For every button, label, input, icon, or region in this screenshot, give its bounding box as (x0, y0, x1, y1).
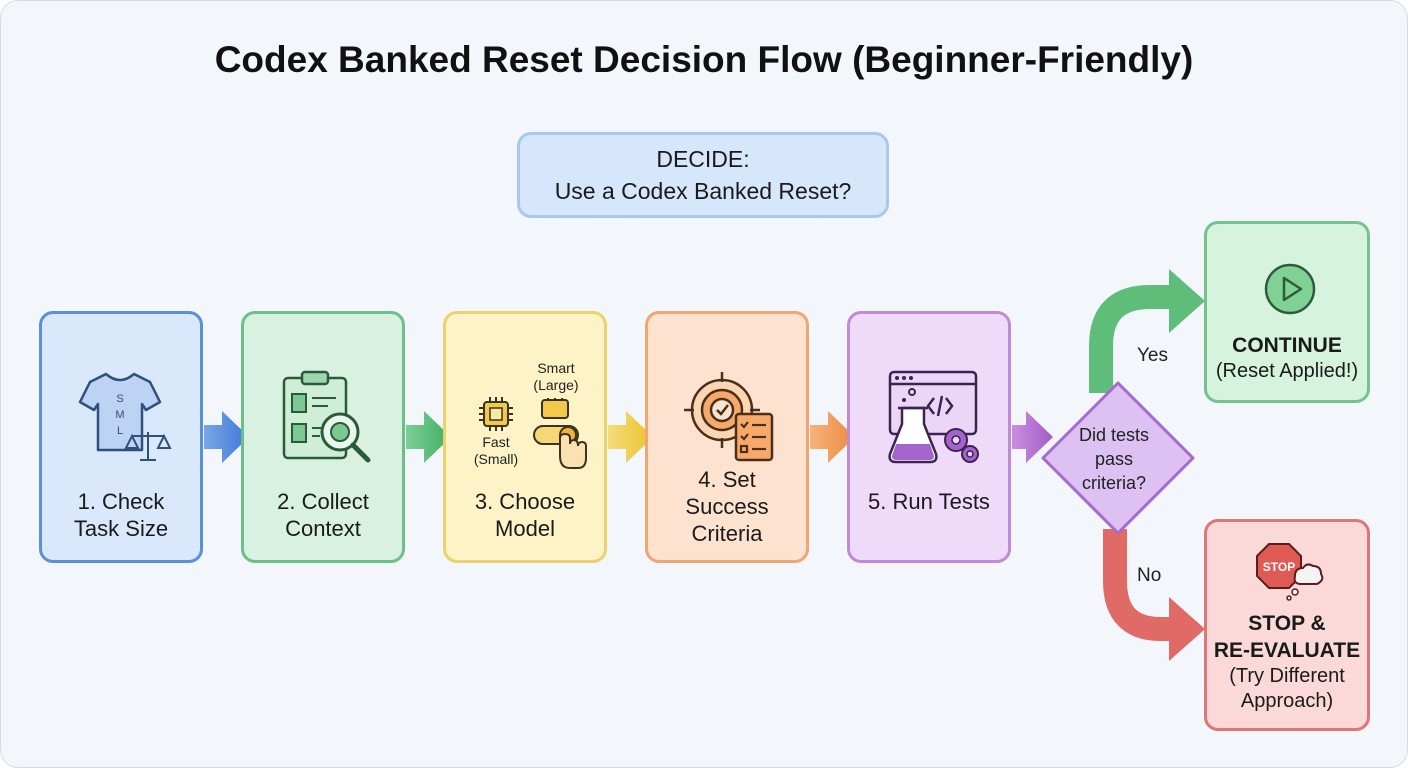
decision-line-3: criteria? (1081, 473, 1147, 493)
size-m: M (115, 409, 124, 421)
stop-subtitle: (Try Different Approach) (1207, 664, 1367, 714)
arrow-no-branch (1103, 529, 1173, 641)
arrow-step1-to-step2 (204, 411, 249, 463)
step-4-line-3: Criteria (691, 521, 763, 546)
yes-label: Yes (1137, 345, 1168, 366)
step-5-run-tests: 5. Run Tests (847, 311, 1011, 563)
outcome-continue: CONTINUE (Reset Applied!) (1204, 221, 1370, 403)
continue-subtitle: (Reset Applied!) (1215, 360, 1359, 382)
small-label: (Small) (473, 451, 519, 467)
arrow-yes-branch (1089, 285, 1171, 393)
step-4-label: 4. Set Success Criteria (648, 466, 806, 547)
step-4-set-success-criteria: 4. Set Success Criteria (645, 311, 809, 563)
decide-box: DECIDE: Use a Codex Banked Reset? (517, 132, 889, 218)
stop-text: STOP & RE-EVALUATE (Try Different Approa… (1207, 610, 1367, 714)
lab-flask-gears-icon (888, 370, 979, 464)
step-3-line-2: Model (495, 516, 555, 541)
arrow-step4-to-step5 (810, 411, 855, 463)
size-l: L (117, 425, 123, 437)
step-5-line-1: 5. Run Tests (868, 489, 990, 514)
arrow-step3-to-step4 (608, 411, 653, 463)
t-shirt-size-scale-icon: S M L (78, 372, 172, 461)
fast-small-label: Fast (Small) (470, 434, 522, 468)
fast-label: Fast (482, 434, 510, 450)
stop-sign-icon: STOP (1256, 543, 1324, 601)
smart-label: Smart (537, 360, 575, 376)
step-2-label: 2. Collect Context (244, 488, 402, 542)
outcome-stop: STOP STOP & RE-EVALUATE (Try Different A… (1204, 519, 1370, 731)
decision-diamond (1041, 381, 1195, 535)
stop-sign-text: STOP (1263, 560, 1295, 574)
decide-line-1: DECIDE: (656, 146, 750, 172)
stop-title-line-1: STOP & (1248, 612, 1326, 635)
step-1-label: 1. Check Task Size (42, 488, 200, 542)
decision-line-2: pass (1094, 449, 1134, 469)
step-2-line-1: 2. Collect (277, 489, 369, 514)
decide-line-2: Use a Codex Banked Reset? (554, 178, 852, 204)
no-label: No (1137, 565, 1162, 586)
stop-title: STOP & RE-EVALUATE (1207, 610, 1367, 664)
arrow-no-head (1169, 597, 1205, 661)
decision-line-1: Did tests (1078, 425, 1150, 445)
step-1-line-2: Task Size (73, 516, 169, 541)
target-checklist-icon (684, 372, 774, 462)
chip-toggle-icon (533, 398, 587, 469)
stop-subtitle-line-2: Approach) (1240, 690, 1334, 712)
stop-title-line-2: RE-EVALUATE (1213, 639, 1361, 662)
step-3-line-1: 3. Choose (474, 489, 576, 514)
stop-subtitle-line-1: (Try Different (1229, 665, 1345, 687)
diagram-title: Codex Banked Reset Decision Flow (Beginn… (214, 39, 1194, 80)
step-2-collect-context: 2. Collect Context (241, 311, 405, 563)
step-4-line-1: 4. Set (698, 467, 756, 492)
step-1-check-task-size: S M L 1. Check Task Size (39, 311, 203, 563)
step-5-label: 5. Run Tests (850, 488, 1008, 515)
arrow-step5-to-decision (1012, 411, 1053, 463)
step-1-line-1: 1. Check (77, 489, 165, 514)
arrow-yes-head (1169, 269, 1205, 333)
step-3-choose-model: Fast (Small) Smart (Large) 3. Choose Mod… (443, 311, 607, 563)
step-2-line-2: Context (285, 516, 361, 541)
large-label: (Large) (533, 377, 579, 393)
step-4-line-2: Success (685, 494, 769, 519)
smart-large-label: Smart (Large) (528, 360, 584, 394)
chip-fast-icon (479, 397, 513, 431)
continue-text: CONTINUE (Reset Applied!) (1207, 332, 1367, 384)
step-3-label: 3. Choose Model (446, 488, 604, 542)
play-icon (1264, 263, 1316, 315)
decision-text: Did tests pass criteria? (1049, 423, 1179, 495)
continue-title: CONTINUE (1232, 334, 1342, 357)
size-s: S (116, 393, 123, 405)
arrow-step2-to-step3 (406, 411, 451, 463)
clipboard-magnifier-icon (282, 370, 371, 463)
